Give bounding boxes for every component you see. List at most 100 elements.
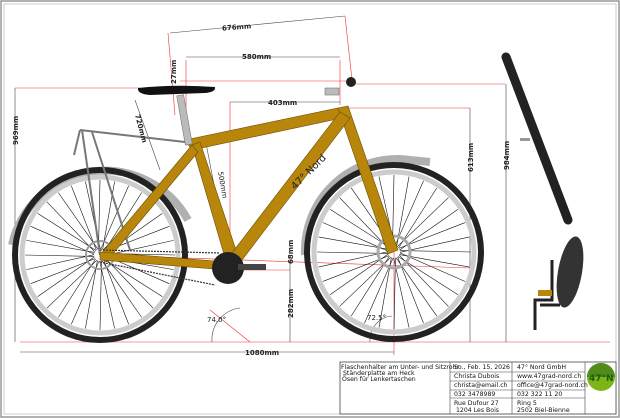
- note-3: Ösen für Lenkertaschen: [342, 374, 416, 383]
- stem: [324, 87, 340, 96]
- spoke: [58, 258, 96, 318]
- dim-580: 580mm: [242, 53, 271, 61]
- spoke: [378, 257, 392, 328]
- spoke: [396, 176, 410, 247]
- dim-282: 282mm: [287, 289, 295, 318]
- customer-email: christa@email.ch: [454, 381, 508, 389]
- company-phone: 032 322 11 20: [517, 391, 562, 398]
- company-email: office@47grad-nord.ch: [517, 381, 588, 389]
- company-street: Ring 5: [517, 400, 537, 407]
- spoke: [339, 197, 390, 250]
- spoke: [364, 257, 394, 324]
- spoke: [350, 255, 390, 317]
- dim-676: 676mm: [222, 22, 252, 33]
- dimension-lines: [14, 15, 507, 353]
- seatpost: [176, 94, 193, 146]
- spoke: [399, 208, 459, 251]
- spoke: [98, 179, 101, 250]
- spoke: [58, 192, 99, 250]
- dim-613: 613mm: [467, 143, 475, 172]
- spoke: [104, 257, 154, 309]
- chain: [99, 249, 221, 286]
- spoke: [398, 222, 466, 249]
- customer-phone: 032 3478989: [454, 391, 495, 398]
- spoke: [99, 260, 102, 331]
- spoke: [399, 252, 466, 282]
- kickstand-plate: [533, 260, 560, 330]
- grip-side-view: [556, 236, 584, 308]
- spoke: [100, 185, 129, 250]
- crank: [238, 264, 266, 270]
- dim-969: 969mm: [12, 116, 20, 145]
- kickstand-bracket: [538, 290, 552, 296]
- logo-text: 47°N: [589, 374, 614, 384]
- handlebar-grip: [346, 77, 356, 87]
- spoke: [46, 201, 96, 253]
- saddle: [137, 85, 216, 95]
- spoke: [37, 256, 95, 297]
- company-web: www.47grad-nord.ch: [517, 373, 581, 380]
- spoke: [99, 260, 115, 329]
- spoke: [329, 208, 391, 248]
- dim-984: 984mm: [503, 141, 511, 170]
- spoke: [393, 257, 410, 328]
- spoke: [104, 192, 142, 252]
- head-angle: 72.5°: [367, 314, 386, 322]
- spoke: [30, 226, 95, 255]
- note-2: Ständerplatte am Heck: [343, 370, 415, 377]
- dimension-labels: 676mm 580mm 403mm 27mm 720mm 969mm 984mm…: [12, 22, 511, 357]
- spoke: [103, 259, 129, 325]
- company-logo: 47°N: [587, 363, 615, 391]
- spoke: [103, 259, 163, 297]
- spoke: [318, 236, 389, 250]
- spoke: [394, 180, 424, 247]
- spoke: [105, 240, 174, 256]
- spoke: [399, 254, 470, 268]
- spoke: [85, 260, 98, 329]
- customer-name: Christa Dubois: [454, 373, 499, 380]
- seat-angle: 74.0°: [207, 316, 226, 324]
- bike-frame: [99, 105, 399, 271]
- spoke: [339, 256, 392, 307]
- spoke: [399, 236, 470, 253]
- spoke: [396, 197, 449, 248]
- rear-rack: [73, 129, 186, 256]
- rear-wheel: [8, 166, 192, 343]
- company-city: 2502 Biel-Bienne: [517, 407, 570, 414]
- note-1: Flaschenhalter am Unter- und Sitzrohr: [341, 364, 460, 371]
- spoke: [399, 250, 472, 253]
- dim-27: 27mm: [170, 60, 178, 84]
- spoke: [398, 187, 438, 249]
- spoke: [397, 256, 424, 324]
- spoke: [26, 240, 95, 253]
- spoke: [101, 260, 142, 318]
- bar-clamp: [520, 138, 530, 141]
- dim-1080: 1080mm: [245, 349, 279, 357]
- spoke: [46, 259, 98, 309]
- spoke: [322, 222, 389, 252]
- company-name: 47° Nord GmbH: [517, 363, 566, 371]
- spoke: [37, 213, 97, 251]
- spoke: [329, 253, 389, 296]
- spoke: [24, 254, 95, 257]
- dim-68: 68mm: [287, 240, 295, 264]
- inner-border: [3, 3, 617, 415]
- date: So., Feb. 15, 2026: [454, 364, 510, 371]
- handlebar-side-view: [501, 52, 573, 225]
- spoke: [316, 251, 389, 254]
- dim-403: 403mm: [268, 99, 297, 107]
- spoke: [26, 254, 95, 270]
- spoke: [393, 257, 396, 330]
- customer-city: 1204 Les Bois: [456, 407, 499, 414]
- title-block: Flaschenhalter am Unter- und Sitzrohr St…: [339, 361, 617, 415]
- spoke: [71, 185, 97, 251]
- spoke: [322, 255, 390, 282]
- spoke: [398, 254, 449, 307]
- spoke: [318, 251, 389, 268]
- spoke: [30, 258, 96, 284]
- spoke: [397, 256, 459, 296]
- motor-chainring: [212, 252, 244, 284]
- customer-street: Rue Dufour 27: [454, 400, 499, 407]
